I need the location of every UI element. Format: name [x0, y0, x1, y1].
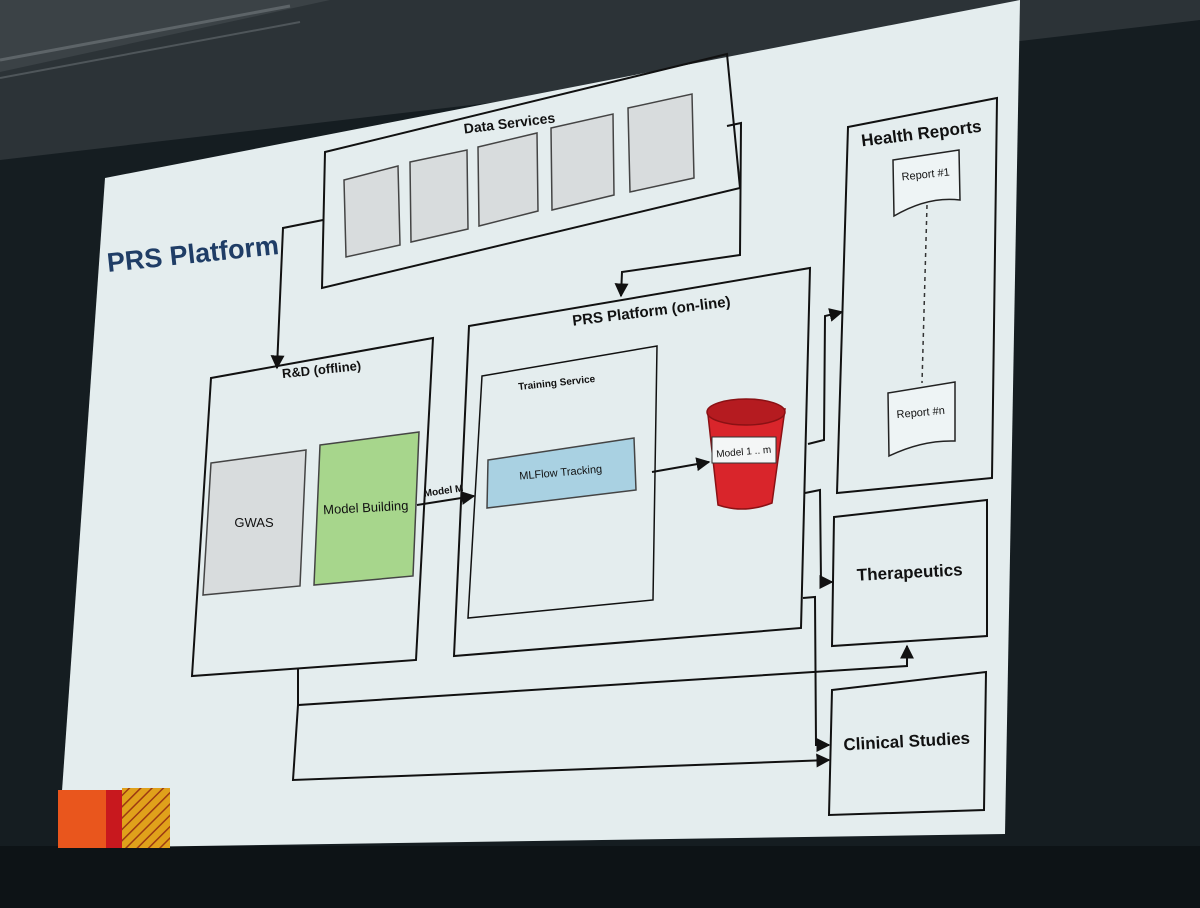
prs-online-box [452, 266, 812, 658]
connector-arrows [270, 121, 914, 782]
corner-decoration [58, 788, 170, 848]
health-reports-box [835, 96, 999, 495]
data-service-slot-5 [627, 93, 695, 193]
model-store-bucket-icon [706, 398, 786, 510]
therapeutics-box [830, 498, 988, 648]
report-last-label: Report #n [896, 405, 945, 421]
mlflow-tracking-box [486, 437, 637, 509]
data-services-to-prs-arrow [614, 121, 743, 298]
clinical-studies-box [827, 670, 988, 817]
report-connector [921, 204, 928, 384]
training-service-box [467, 345, 658, 619]
prs-to-health-reports-arrow [807, 308, 844, 445]
data-service-slot-4 [550, 113, 615, 211]
data-service-slot-2 [409, 149, 469, 243]
report-last-doc [887, 381, 956, 458]
rd-offline-box [190, 336, 435, 678]
data-service-slot-1 [343, 165, 401, 258]
report-first-label: Report #1 [901, 167, 950, 184]
data-service-slot-3 [477, 132, 539, 227]
model-building-box [313, 431, 420, 586]
mlflow-to-store-arrow [651, 457, 711, 473]
rd-to-therapeutics-arrow [297, 644, 914, 707]
rd-to-clinical-arrow [291, 704, 831, 782]
gwas-box [202, 449, 307, 596]
model-building-label: Model Building [323, 498, 409, 517]
report-first-doc [892, 149, 961, 218]
model-store-label: Model 1 .. m [716, 445, 772, 461]
model-m-arrow [416, 491, 476, 506]
prs-to-therapeutics-arrow [804, 488, 834, 589]
gwas-label: GWAS [234, 515, 274, 530]
data-services-to-rd-arrow [270, 219, 324, 370]
slide-background [58, 0, 1020, 848]
